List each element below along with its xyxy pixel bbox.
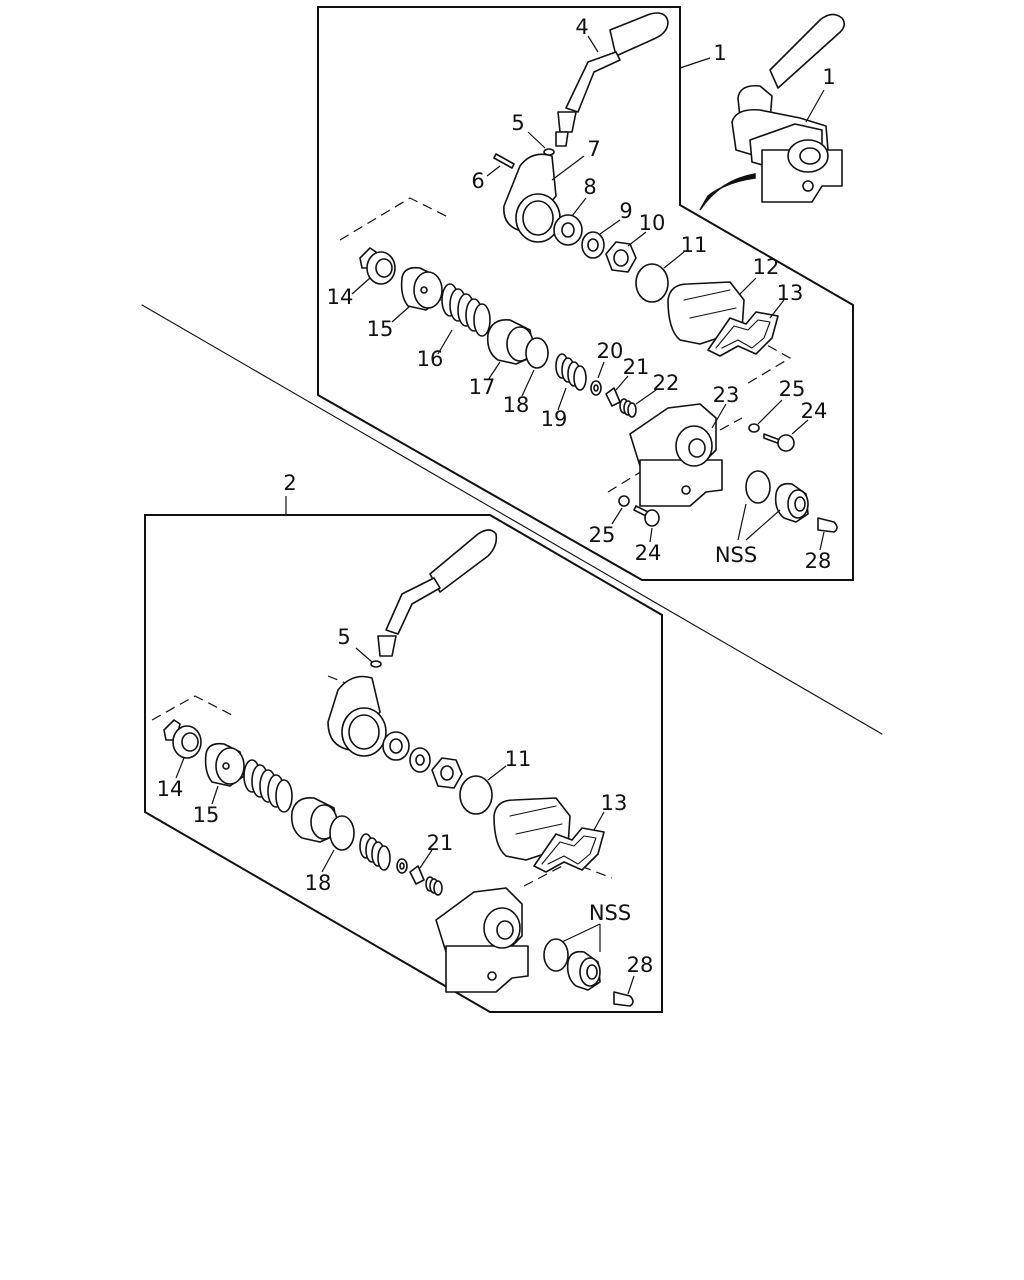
part-15-cap	[400, 266, 443, 311]
kit-2-callout-21: 21	[427, 831, 454, 855]
callout-21: 21	[623, 355, 650, 379]
section-divider-line	[141, 304, 883, 735]
callout-17: 17	[469, 375, 496, 399]
part-28-plug	[817, 517, 838, 533]
kit-2-axis-dash-left	[151, 695, 235, 721]
callout-nss-kit-1: NSS	[715, 543, 757, 567]
kit-2-washer	[409, 747, 431, 773]
part-21-pin	[605, 387, 621, 407]
part-4-lever	[555, 12, 669, 147]
callout-18: 18	[503, 393, 530, 417]
callout-12: 12	[753, 255, 780, 279]
kit-2-spring-tiny	[425, 876, 443, 896]
callout-15: 15	[367, 317, 394, 341]
callout-13: 13	[777, 281, 804, 305]
callout-9: 9	[619, 199, 632, 223]
kit-2-lever	[377, 529, 498, 657]
part-13-gasket	[707, 311, 779, 357]
kit-2-callout-28: 28	[627, 953, 654, 977]
part-nss-oring	[745, 470, 771, 504]
callout-28-kit-1: 28	[805, 549, 832, 573]
kit-1-frame-leader	[679, 57, 711, 69]
kit-2-spring-small	[359, 833, 391, 871]
part-6-pin	[493, 153, 515, 169]
callout-23: 23	[713, 383, 740, 407]
part-20-washer	[590, 380, 602, 396]
kit-1-frame	[317, 6, 854, 581]
kit-2-part-5-ring	[370, 660, 382, 668]
callout-20: 20	[597, 339, 624, 363]
part-23-valve-body	[629, 403, 723, 507]
nss-bracket	[737, 503, 781, 541]
assembly-leader	[805, 89, 825, 123]
kit-2-callout-11: 11	[505, 747, 532, 771]
kit-2-part-28-plug	[613, 991, 634, 1007]
kit-2-part-18-oring	[329, 815, 355, 851]
part-24-bolt-top	[763, 433, 795, 452]
kit-2-frame	[144, 514, 663, 1013]
callout-10: 10	[639, 211, 666, 235]
kit-2-callout-5: 5	[337, 625, 350, 649]
kit-2-callout-15: 15	[193, 803, 220, 827]
kit-2-frame-label: 2	[283, 471, 296, 495]
kit-2-callout-13: 13	[601, 791, 628, 815]
part-14-plug	[359, 247, 396, 285]
part-16-spring	[441, 283, 491, 337]
kit-2-lockwasher	[382, 731, 410, 761]
kit-2-part-15-cap	[204, 742, 245, 787]
part-25-washer-bottom	[618, 495, 630, 507]
part-19-spring	[555, 353, 587, 391]
kit-2-part-11-oring	[459, 775, 493, 815]
part-8-lockwasher	[553, 214, 583, 246]
part-9-washer	[581, 231, 605, 259]
callout-5: 5	[511, 111, 524, 135]
kit-2-washer-small	[396, 858, 408, 874]
kit-2-part-21-pin	[409, 865, 425, 885]
part-22-spring	[619, 398, 637, 418]
part-24-bolt-bottom	[633, 505, 660, 527]
kit-2-nss-plug	[566, 950, 601, 991]
part-11-oring	[635, 263, 669, 303]
part-25-washer-top	[748, 423, 760, 433]
callout-8: 8	[583, 175, 596, 199]
kit-2-valve-body	[435, 887, 529, 993]
kit-2-nut	[431, 757, 463, 789]
kit-2-housing	[327, 675, 387, 757]
part-10-nut	[605, 241, 637, 273]
part-7-housing	[503, 153, 561, 243]
callout-4: 4	[575, 15, 588, 39]
kit-2-spring	[243, 759, 293, 813]
kit-1-frame-label: 1	[713, 41, 726, 65]
kit-2-nss-oring	[543, 938, 569, 972]
kit-2-part-14-plug	[163, 719, 202, 759]
kit-2-callout-18: 18	[305, 871, 332, 895]
callout-11: 11	[681, 233, 708, 257]
callout-16: 16	[417, 347, 444, 371]
callout-19: 19	[541, 407, 568, 431]
kit-1-axis-dash-left	[339, 197, 451, 241]
callout-7: 7	[587, 137, 600, 161]
kit-2-part-13-gasket	[533, 827, 605, 873]
assembly-label: 1	[822, 65, 835, 89]
kit-2-group: 2 5 11	[144, 471, 663, 1013]
callout-14: 14	[327, 285, 354, 309]
part-nss-plug	[774, 482, 809, 523]
part-18-oring	[525, 337, 549, 369]
callout-22: 22	[653, 371, 680, 395]
kit-2-nss-bracket	[561, 923, 601, 952]
assembled-valve-illustration	[731, 13, 846, 203]
callout-6: 6	[471, 169, 484, 193]
direction-arrow	[699, 173, 756, 211]
callout-25-bottom: 25	[589, 523, 616, 547]
kit-1-group: 1 1 4 5	[317, 6, 854, 581]
kit-2-callout-14: 14	[157, 777, 184, 801]
callout-25-top: 25	[779, 377, 806, 401]
kit-2-callout-nss: NSS	[589, 901, 631, 925]
callout-24-top: 24	[801, 399, 828, 423]
callout-24-bottom: 24	[635, 541, 662, 565]
